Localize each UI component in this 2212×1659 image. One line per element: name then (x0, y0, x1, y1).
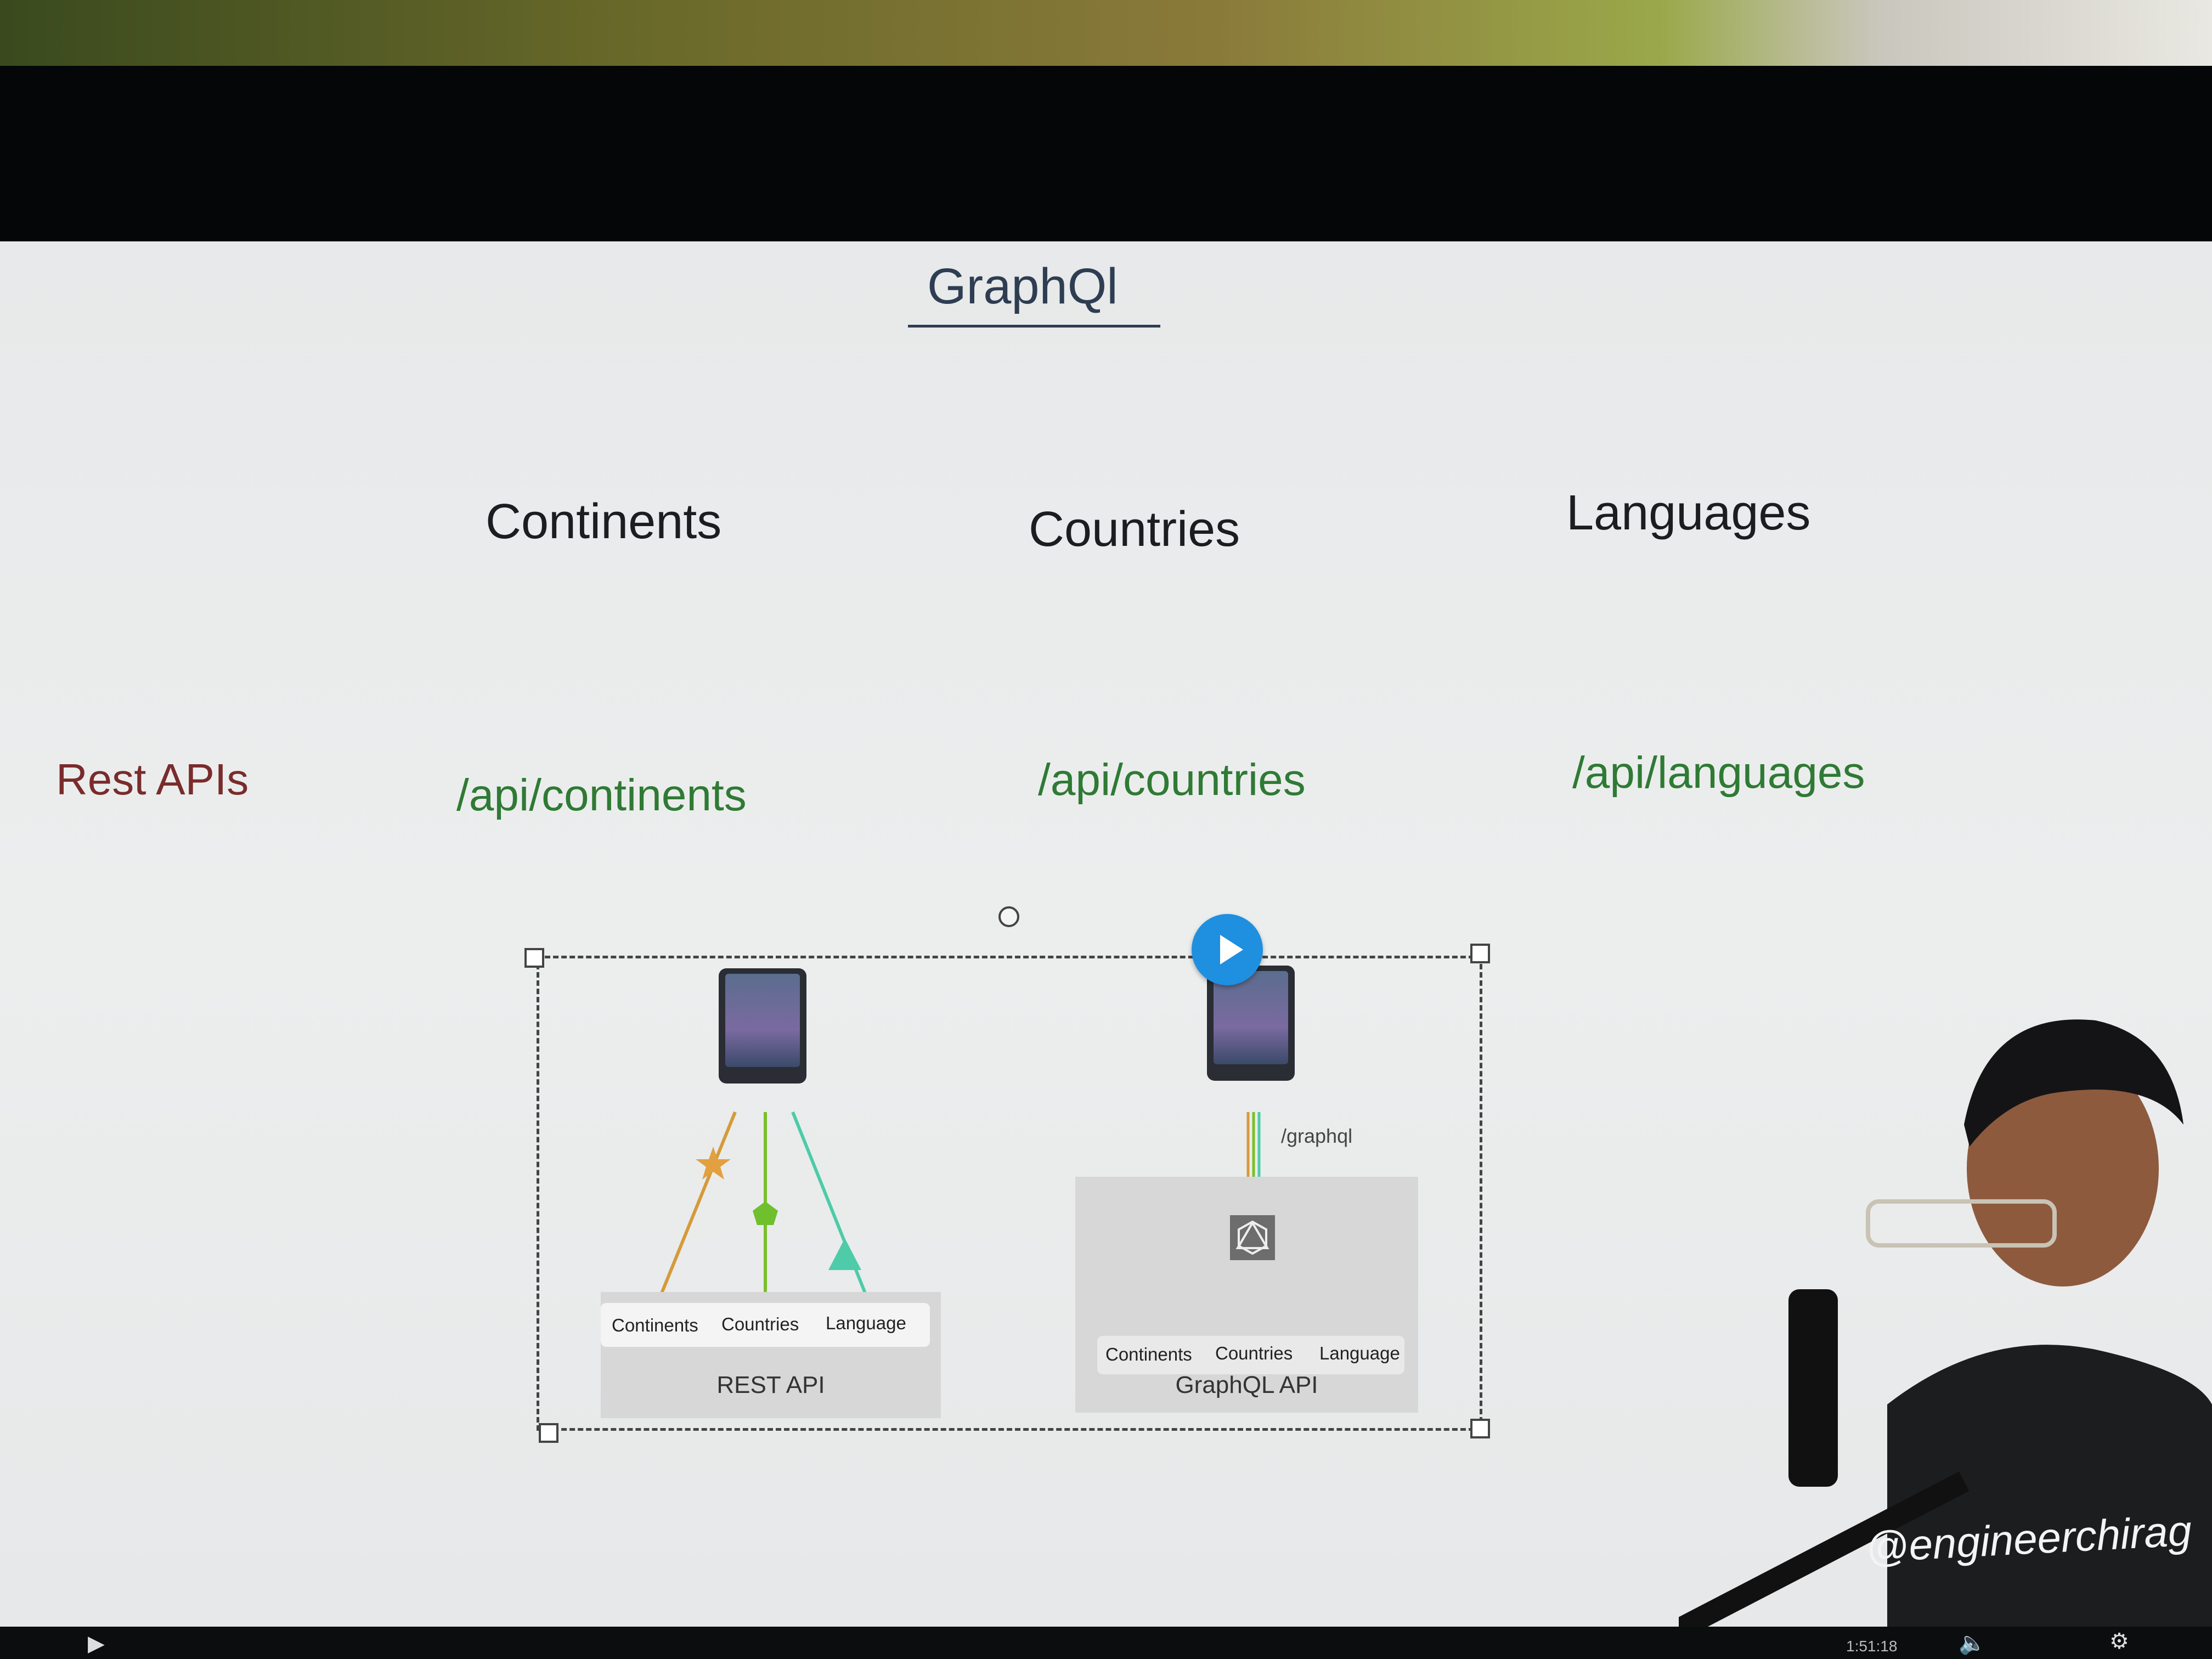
phone-screen (725, 974, 800, 1067)
image-selection-box[interactable] (537, 956, 1482, 1431)
graphql-logo-icon (1230, 1215, 1275, 1260)
rest-label-countries: Countries (721, 1314, 799, 1334)
endpoint-countries: /api/countries (1038, 755, 1306, 805)
rest-line-continents (656, 1111, 737, 1305)
endpoint-languages: /api/languages (1572, 748, 1865, 798)
phone-icon-rest (719, 968, 806, 1084)
resize-handle-bottom-right[interactable] (1470, 1419, 1490, 1438)
rotate-handle[interactable] (998, 906, 1019, 927)
rest-label-continents: Continents (612, 1315, 698, 1335)
rest-labels-strip (601, 1303, 930, 1347)
graphql-labels-strip (1097, 1336, 1404, 1374)
column-heading-languages: Languages (1566, 486, 1811, 540)
slide-title: GraphQl (927, 258, 1118, 314)
rest-api-caption: REST API (716, 1372, 825, 1398)
rest-label-language: Language (826, 1313, 906, 1333)
background-scenery (0, 0, 2212, 77)
triangle-icon (828, 1238, 861, 1270)
star-icon (696, 1147, 731, 1180)
phone-screen (1214, 971, 1288, 1064)
graphql-api-caption: GraphQL API (1175, 1372, 1318, 1398)
presentation-slide: GraphQl Continents Countries Languages R… (0, 241, 2212, 1629)
graphql-label-countries: Countries (1215, 1343, 1293, 1363)
graphql-api-box: Continents Countries Language GraphQL AP… (1075, 1177, 1418, 1413)
pentagon-icon (753, 1201, 778, 1225)
video-controls-bar: ▶ 🔈 ⚙ (0, 1627, 2212, 1659)
resize-handle-bottom-left[interactable] (539, 1423, 558, 1443)
resize-handle-top-left[interactable] (524, 948, 544, 968)
column-heading-countries: Countries (1029, 502, 1240, 557)
settings-icon[interactable]: ⚙ (2109, 1629, 2129, 1654)
row-label-rest-apis: Rest APIs (56, 755, 249, 804)
endpoint-continents: /api/continents (456, 770, 747, 820)
title-underline (908, 325, 1160, 328)
graphql-label-language: Language (1319, 1343, 1400, 1363)
column-heading-continents: Continents (486, 494, 722, 549)
play-icon[interactable]: ▶ (88, 1632, 105, 1656)
graphql-endpoint-label: /graphql (1281, 1125, 1353, 1147)
volume-icon[interactable]: 🔈 (1959, 1631, 1986, 1655)
resize-handle-top-right[interactable] (1470, 944, 1490, 963)
play-button[interactable] (1192, 914, 1263, 985)
graphql-label-continents: Continents (1105, 1344, 1192, 1364)
rest-api-box: Continents Countries Language REST API (601, 1292, 941, 1418)
rest-vs-graphql-diagram: Continents Countries Language REST API /… (538, 957, 1476, 1424)
rest-line-language (791, 1111, 871, 1305)
video-timecode: 1:51:18 (1846, 1638, 1898, 1655)
presenter-webcam (1679, 1019, 2212, 1629)
